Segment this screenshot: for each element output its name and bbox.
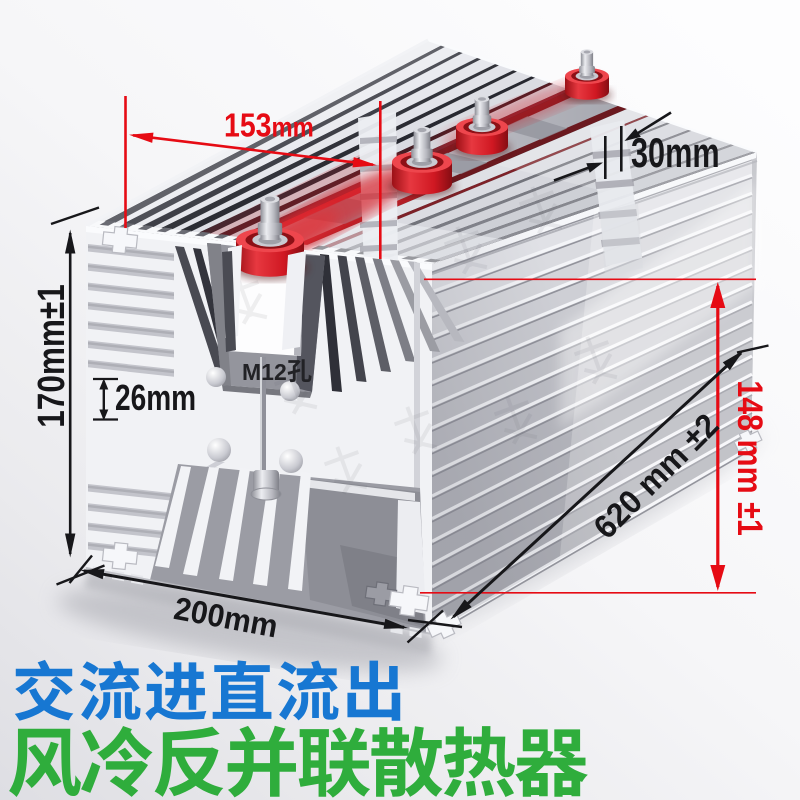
svg-text:148 mm ±1: 148 mm ±1 [731, 380, 770, 535]
svg-text:170mm±1: 170mm±1 [30, 284, 72, 428]
svg-text:153mm: 153mm [224, 106, 314, 144]
svg-text:M12: M12 [242, 359, 287, 385]
svg-text:30mm: 30mm [631, 129, 720, 176]
svg-text:26mm: 26mm [115, 378, 196, 418]
